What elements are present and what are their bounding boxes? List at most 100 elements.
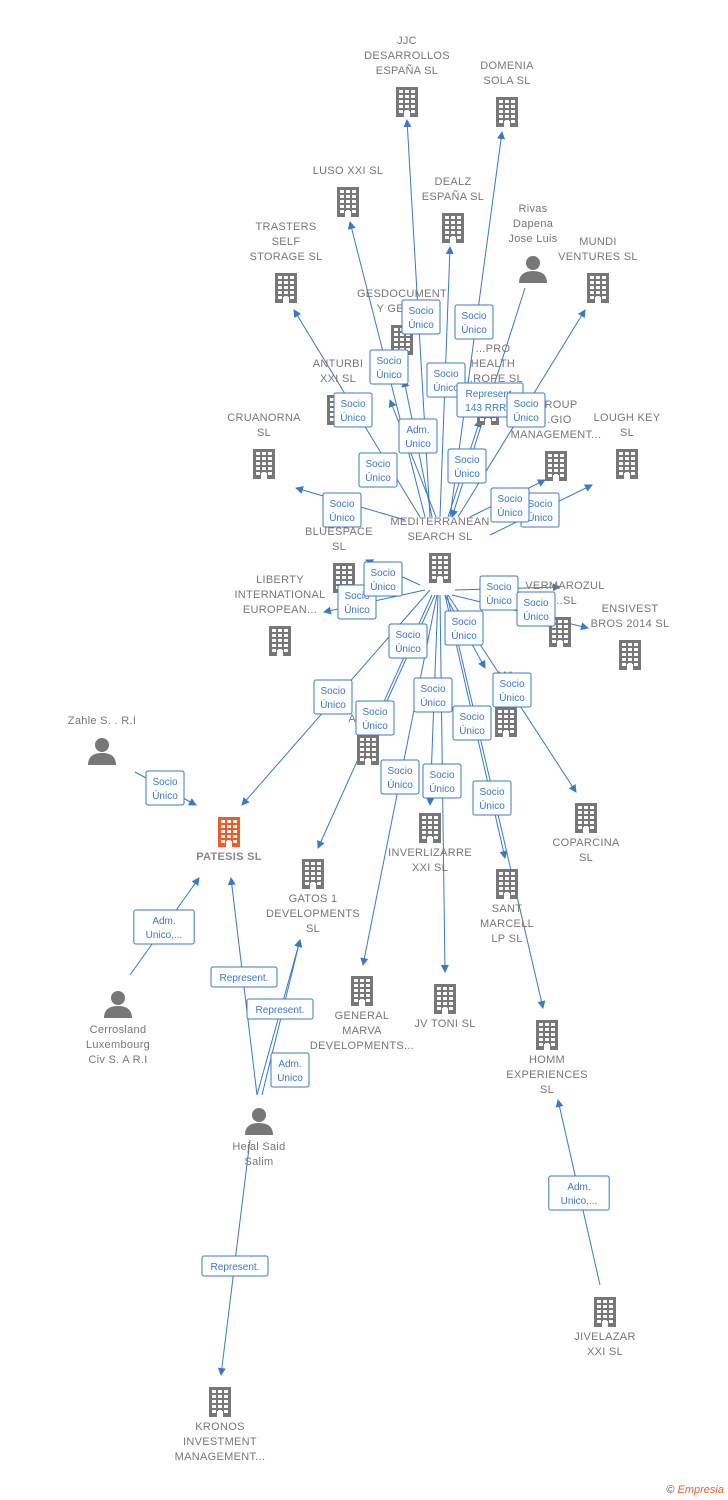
edge-label-box xyxy=(355,700,395,736)
edge-label-text: Único xyxy=(387,778,413,791)
node-label: MARVA xyxy=(342,1025,382,1037)
node-vermarozul[interactable]: VERMAROZUL...SL xyxy=(525,580,604,647)
edge-label-jivelazar-to-homm[interactable]: Adm.Unico,... xyxy=(548,1175,610,1211)
edge-label-box xyxy=(388,623,428,659)
edge-label-text: Socio xyxy=(499,679,524,690)
node-label: ...PRO xyxy=(476,343,511,355)
edge-label-mediterranean-to-gesdoc[interactable]: Adm.Unico xyxy=(398,418,438,454)
edge-label-text: Socio xyxy=(376,356,401,367)
node-label: LUSO XXI SL xyxy=(313,165,384,177)
node-label: ...SL xyxy=(553,595,577,607)
node-label: Cerrosland xyxy=(90,1024,147,1036)
building-icon xyxy=(396,87,418,117)
node-jvtoni[interactable]: JV TONI SL xyxy=(414,984,475,1030)
edge-label-text: Único xyxy=(433,381,459,394)
node-label: GATOS 1 xyxy=(289,893,338,905)
node-label: INTERNATIONAL xyxy=(234,589,325,601)
node-label: INVESTMENT xyxy=(183,1436,257,1448)
node-label: XXI SL xyxy=(320,373,356,385)
edge-label-text: Socio xyxy=(497,494,522,505)
edge-label-hejal-to-gatos[interactable]: Represent. xyxy=(246,998,314,1020)
node-patesis[interactable]: PATESIS SL xyxy=(196,817,262,863)
node-label: JJC xyxy=(397,35,417,47)
edge-label-hejal-to-kronos[interactable]: Represent. xyxy=(201,1255,269,1277)
edge-label-text: Único xyxy=(429,782,455,795)
node-group[interactable]: ...ROUP...GIOMANAGEMENT... xyxy=(511,399,602,481)
edge-label-text: Único xyxy=(479,799,505,812)
edge-label-text: Unico xyxy=(277,1073,303,1084)
edge-label-text: Socio xyxy=(486,582,511,593)
edge-label-text: Único xyxy=(329,511,355,524)
building-icon xyxy=(616,449,638,479)
edge-label-text: Único xyxy=(486,594,512,607)
node-label: DEVELOPMENTS... xyxy=(310,1040,414,1052)
edge-label-hejal-to-gatos[interactable]: Adm.Unico xyxy=(270,1052,310,1088)
node-label: KRONOS xyxy=(195,1421,244,1433)
edge-label-hejal-to-patesis[interactable]: Represent. xyxy=(210,966,278,988)
node-label: ESPAÑA SL xyxy=(376,64,438,77)
node-label: Rivas xyxy=(518,203,547,215)
node-kronos[interactable]: KRONOSINVESTMENTMANAGEMENT... xyxy=(175,1387,266,1463)
edge-label-text: Único xyxy=(527,511,553,524)
building-icon xyxy=(269,626,291,656)
node-liberty[interactable]: LIBERTYINTERNATIONALEUROPEAN... xyxy=(234,574,325,656)
edge-label-cerrosland-to-patesis[interactable]: Adm.Unico,... xyxy=(133,909,195,945)
node-label: Hejal Said xyxy=(232,1141,285,1153)
edge-label-box xyxy=(369,349,409,385)
edge-label-text: Único xyxy=(152,789,178,802)
edge-label-text: Adm. xyxy=(152,916,175,927)
node-zahle[interactable]: Zahle S. . R.I xyxy=(68,715,136,765)
node-luso[interactable]: LUSO XXI SL xyxy=(313,165,384,217)
edge-label-text: Socio xyxy=(454,455,479,466)
edge-label-text: Unico xyxy=(405,439,431,450)
node-label: MARCELL xyxy=(480,918,534,930)
node-generalmarva[interactable]: GENERALMARVADEVELOPMENTS... xyxy=(310,976,414,1052)
building-icon xyxy=(442,213,464,243)
node-label: TRASTERS xyxy=(255,221,316,233)
